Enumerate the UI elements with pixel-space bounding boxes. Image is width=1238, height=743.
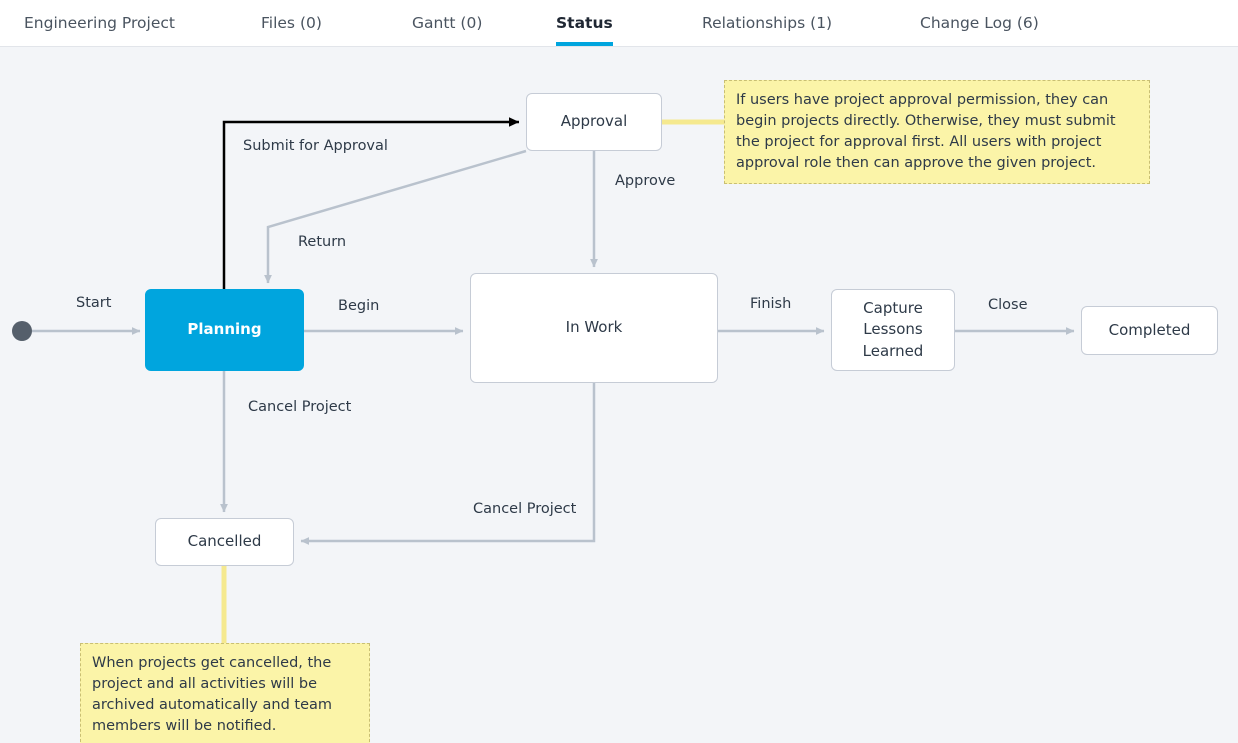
edge-submit-for-approval xyxy=(222,117,520,289)
tab-label: Status xyxy=(556,14,613,32)
tab-relationships[interactable]: Relationships (1) xyxy=(702,0,832,46)
tab-change-log[interactable]: Change Log (6) xyxy=(920,0,1039,46)
node-label: Cancelled xyxy=(187,532,262,551)
tab-engineering-project[interactable]: Engineering Project xyxy=(24,0,175,46)
status-workflow-canvas[interactable]: Planning Approval In Work Capture Lesson… xyxy=(0,47,1238,743)
node-cancelled[interactable]: Cancelled xyxy=(155,518,294,566)
node-planning[interactable]: Planning xyxy=(145,289,304,371)
node-label: Completed xyxy=(1108,320,1191,339)
tab-files[interactable]: Files (0) xyxy=(261,0,322,46)
node-label: In Work xyxy=(565,318,623,337)
node-label: Planning xyxy=(187,320,262,339)
tab-gantt[interactable]: Gantt (0) xyxy=(412,0,482,46)
start-marker[interactable] xyxy=(12,321,32,341)
tab-label: Relationships (1) xyxy=(702,14,833,32)
tab-bar: Engineering Project Files (0) Gantt (0) … xyxy=(0,0,1238,47)
node-capture-lessons-learned[interactable]: Capture Lessons Learned xyxy=(831,289,955,371)
tab-label: Gantt (0) xyxy=(412,14,483,32)
tab-label: Files (0) xyxy=(261,14,322,32)
node-label: Approval xyxy=(560,112,628,131)
edge-cancel-project-in-work xyxy=(300,383,596,545)
workflow-edges xyxy=(32,117,1075,645)
node-in-work[interactable]: In Work xyxy=(470,273,718,383)
node-completed[interactable]: Completed xyxy=(1081,306,1218,355)
node-approval[interactable]: Approval xyxy=(526,93,662,151)
annotation-approval[interactable]: If users have project approval permissio… xyxy=(724,80,1150,184)
tab-status[interactable]: Status xyxy=(556,0,613,46)
tab-label: Change Log (6) xyxy=(920,14,1039,32)
node-label: Capture Lessons Learned xyxy=(862,299,924,360)
annotation-text: When projects get cancelled, the project… xyxy=(92,655,333,734)
annotation-cancelled[interactable]: When projects get cancelled, the project… xyxy=(80,643,370,743)
tab-label: Engineering Project xyxy=(24,14,175,32)
annotation-text: If users have project approval permissio… xyxy=(736,92,1116,171)
edge-return xyxy=(264,149,527,284)
